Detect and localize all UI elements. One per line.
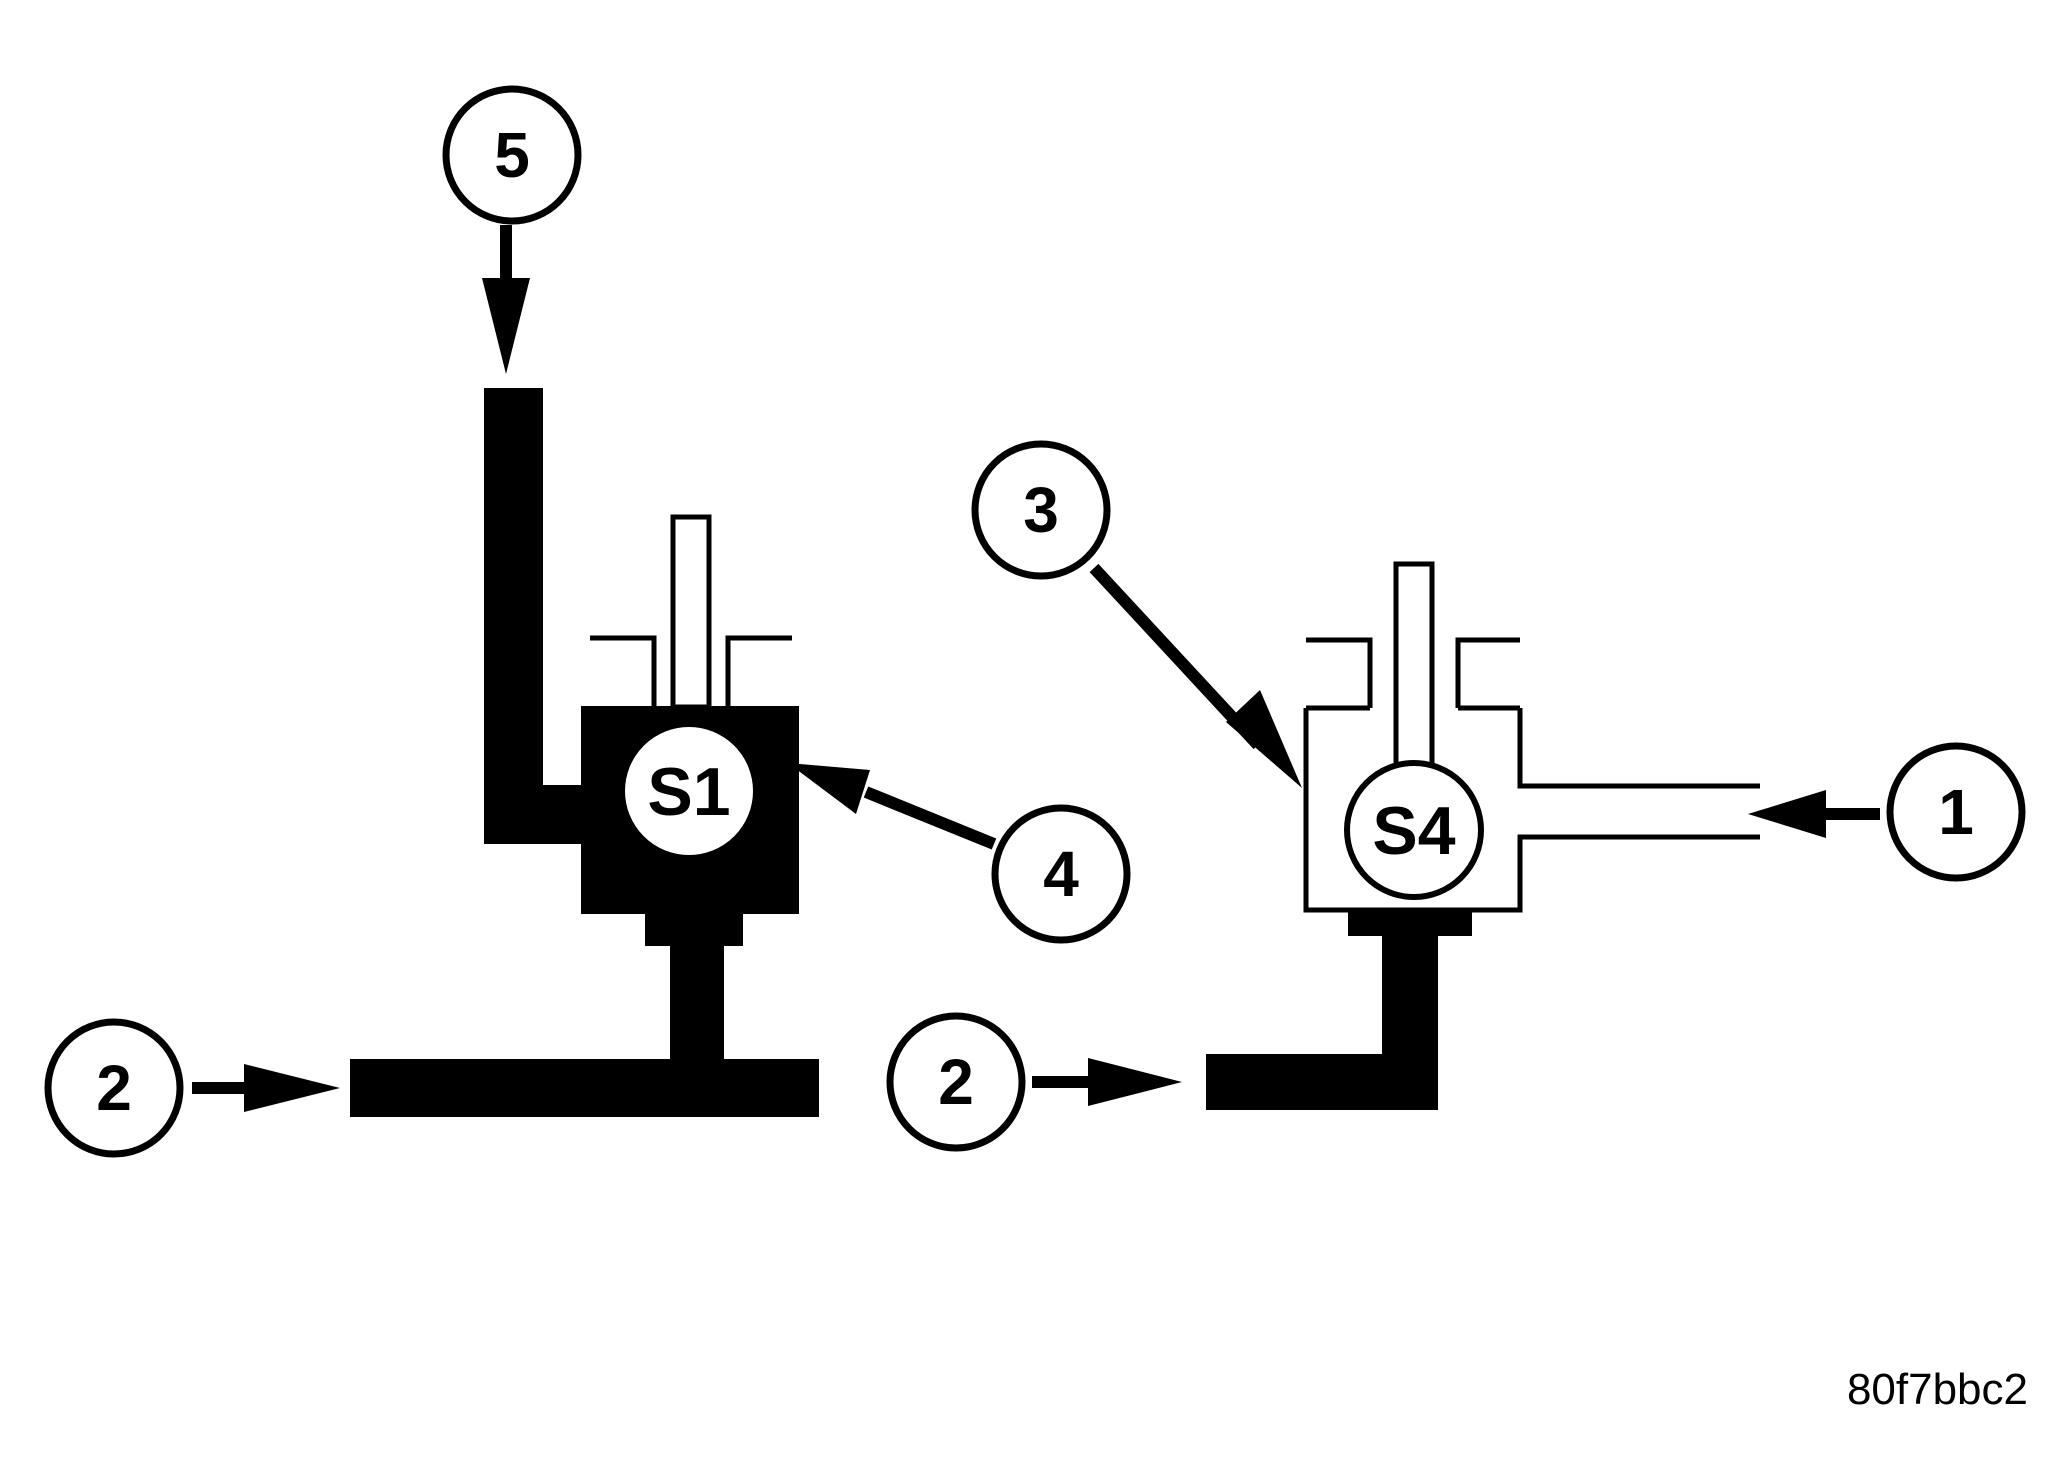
- arrow-2b-head: [1088, 1058, 1182, 1106]
- s1-cap-right: [725, 635, 792, 708]
- callout-5-label: 5: [494, 119, 530, 191]
- arrow-5-head: [482, 278, 530, 374]
- callout-2-right-circle: [886, 1012, 1026, 1152]
- callout-2-left-label: 2: [96, 1052, 132, 1124]
- callout-3-label: 3: [1023, 474, 1059, 546]
- s4-cap-right: [1455, 637, 1520, 708]
- callout-1-label: 1: [1938, 776, 1974, 848]
- arrow-4-shaft: [863, 786, 997, 850]
- s4-valve-body: [1303, 708, 1760, 913]
- s1-outlet-header: [350, 1059, 819, 1117]
- arrow-3-head: [1226, 690, 1302, 788]
- arrow-4-head: [788, 763, 870, 814]
- s1-feed-line-vertical: [484, 388, 543, 844]
- s1-cap-left: [590, 635, 657, 708]
- s4-ball: [1344, 760, 1484, 900]
- s1-body-neck: [645, 912, 743, 946]
- s1-assembly: S1: [350, 388, 819, 1117]
- figure-id: 80f7bbc2: [1847, 1365, 2028, 1414]
- callout-3: 3: [971, 440, 1111, 580]
- s4-body-neck: [1348, 908, 1472, 936]
- s4-cap-left: [1306, 637, 1373, 708]
- s1-label: S1: [647, 754, 730, 830]
- callout-2-left-circle: [44, 1018, 184, 1158]
- leader-arrows: [192, 225, 1880, 1112]
- callout-2-right: 2: [886, 1012, 1026, 1152]
- callout-4: 4: [991, 804, 1131, 944]
- s4-outlet-line: [1206, 1054, 1438, 1110]
- callout-5: 5: [442, 85, 582, 225]
- s4-stem: [1393, 561, 1435, 795]
- s1-ball: [619, 721, 759, 861]
- callout-2-right-label: 2: [938, 1046, 974, 1118]
- callout-2-left: 2: [44, 1018, 184, 1158]
- s1-stem: [670, 514, 712, 710]
- callout-3-circle: [971, 440, 1111, 580]
- s1-outlet-stem: [670, 944, 724, 1064]
- arrow-1-head: [1748, 790, 1826, 838]
- callout-4-label: 4: [1043, 838, 1079, 910]
- callout-4-circle: [991, 804, 1131, 944]
- s4-label: S4: [1372, 793, 1455, 869]
- arrow-3-shaft: [1089, 563, 1263, 750]
- arrow-2a-head: [244, 1064, 340, 1112]
- callout-5-circle: [442, 85, 582, 225]
- s4-assembly: S4: [1206, 561, 1760, 1110]
- callout-1-circle: [1886, 742, 2026, 882]
- callout-1: 1: [1886, 742, 2026, 882]
